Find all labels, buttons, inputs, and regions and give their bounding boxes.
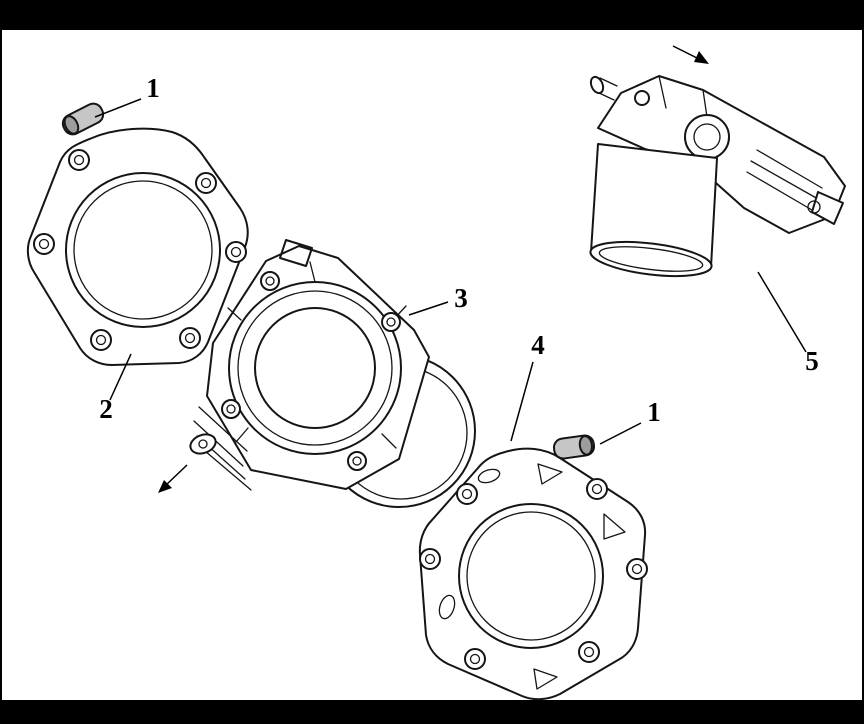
pipe-boss (189, 433, 217, 455)
intake-port-inner (693, 123, 721, 151)
gasket-cutout (533, 668, 558, 690)
leader-line (510, 361, 534, 442)
base-gasket-bore-inner (466, 511, 596, 641)
base-gasket-bore-outer (458, 503, 604, 649)
bolt-hole-inner (469, 653, 481, 665)
head-bolt-hole (807, 200, 821, 214)
leader-line (599, 422, 642, 445)
pipe-boss-inner (198, 439, 208, 449)
bolt-hole-inner (73, 154, 85, 166)
bolt-boss-inner (386, 317, 396, 327)
block-web-lines (227, 261, 407, 449)
bolt-hole-inner (38, 238, 50, 250)
bolt-boss-inner (226, 404, 236, 414)
arrow-shaft (164, 464, 188, 487)
bolt-boss (221, 399, 241, 419)
cylinder-head-assembly (589, 75, 846, 278)
callout-1-upper: 1 (94, 73, 160, 118)
bolt-boss (381, 312, 401, 332)
bolt-hole (578, 641, 600, 663)
callout-label: 5 (805, 346, 819, 376)
head-gasket-outline (26, 127, 249, 366)
bolt-hole-inner (583, 646, 595, 658)
callout-label: 2 (99, 394, 113, 424)
cooling-fins (193, 406, 252, 491)
bolt-hole (33, 233, 55, 255)
bolt-hole (464, 648, 486, 670)
leader-line (408, 301, 449, 316)
head-gasket-bore-inner (73, 180, 213, 320)
gasket-cutout (603, 513, 626, 540)
head-end-cap (811, 191, 844, 225)
block-bore-ring-inner (237, 290, 393, 446)
bolt-hole (586, 478, 608, 500)
dowel-pin-end (578, 435, 593, 456)
callout-5: 5 (757, 271, 819, 376)
bolt-hole (225, 241, 247, 263)
block-face-outline (206, 245, 430, 490)
bolt-hole-inner (200, 177, 212, 189)
bolt-boss (260, 271, 280, 291)
gasket-cutout (438, 594, 456, 620)
bolt-hole-inner (184, 332, 196, 344)
bolt-hole (419, 548, 441, 570)
bolt-hole-inner (631, 563, 643, 575)
cylinder-block (189, 239, 476, 508)
liner-bottom-bore (598, 246, 704, 272)
bolt-hole-inner (461, 488, 473, 500)
head-gasket-bore-outer (65, 172, 221, 328)
bolt-hole-inner (95, 334, 107, 346)
bolt-boss-inner (352, 456, 362, 466)
callout-label: 4 (531, 330, 545, 360)
bolt-hole (195, 172, 217, 194)
callout-label: 3 (454, 283, 468, 313)
base-gasket-outline (418, 447, 647, 701)
stub-pipe-end (589, 75, 605, 95)
bolt-hole-inner (424, 553, 436, 565)
leader-line (109, 353, 132, 401)
arrow-head-icon (158, 480, 172, 493)
callout-label: 1 (146, 73, 160, 103)
base-gasket (418, 447, 648, 701)
head-housing-ribs (658, 75, 823, 211)
callout-3: 3 (408, 283, 468, 316)
bolt-hole (90, 329, 112, 351)
intake-port-outer (684, 114, 730, 160)
bolt-hole (626, 558, 648, 580)
bolt-hole-inner (230, 246, 242, 258)
head-bolt-hole (634, 90, 650, 106)
bolt-boss (347, 451, 367, 471)
assembly-arrow-left (158, 464, 188, 493)
block-bore (254, 307, 376, 429)
head-gasket (26, 127, 249, 366)
leader-line (94, 98, 142, 118)
bolt-hole (179, 327, 201, 349)
assembly-arrow-top-right (672, 45, 709, 64)
bolt-hole (68, 149, 90, 171)
callout-1-lower: 1 (599, 397, 661, 445)
liner-bottom-rim (589, 240, 713, 278)
leader-line (757, 271, 807, 353)
arrow-head-icon (694, 51, 709, 64)
dowel-pin-upper (61, 102, 105, 136)
bottom-black-bar (0, 700, 864, 724)
callout-label: 1 (647, 397, 661, 427)
dowel-pin-lower (552, 434, 596, 460)
dowel-pin-end (63, 115, 80, 135)
gasket-cutout (537, 463, 563, 485)
gasket-cutout (477, 468, 501, 484)
callouts: 1 2 3 4 1 5 (94, 73, 819, 445)
top-black-bar (0, 2, 864, 30)
bolt-boss-inner (265, 276, 275, 286)
callout-4: 4 (510, 330, 545, 442)
block-top-lug (279, 239, 313, 267)
callout-2: 2 (99, 353, 132, 424)
bolt-hole-inner (591, 483, 603, 495)
bolt-hole (456, 483, 478, 505)
